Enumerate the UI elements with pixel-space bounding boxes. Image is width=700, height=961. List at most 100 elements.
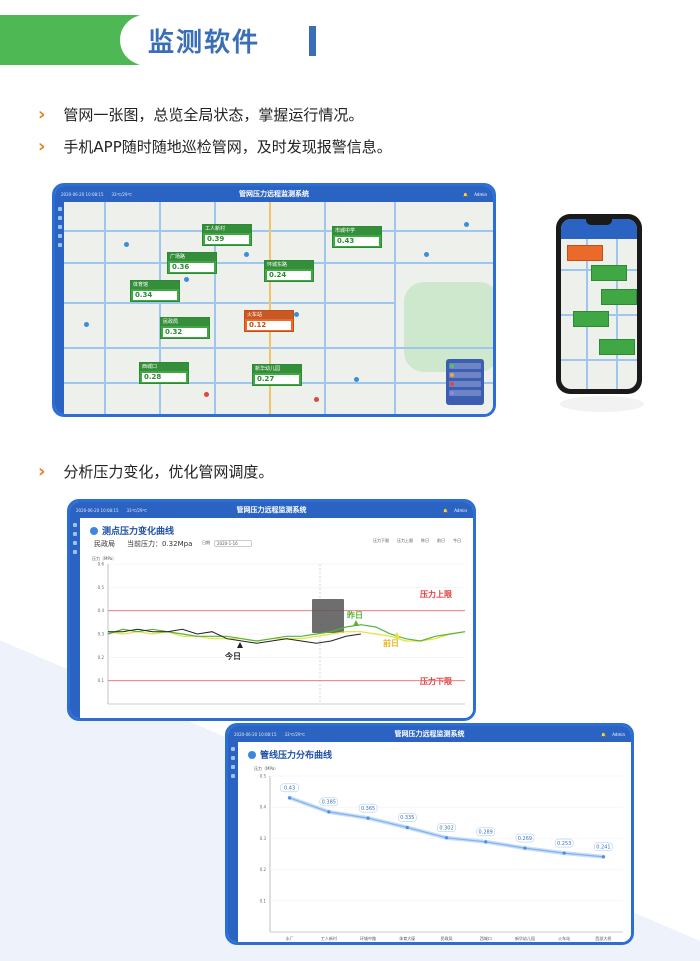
phone-station-tag[interactable] xyxy=(567,245,603,261)
nav-icon[interactable] xyxy=(73,523,77,527)
bullet-text: 手机APP随时随地巡检管网，及时发现报警信息。 xyxy=(63,138,392,156)
header-mark xyxy=(309,26,316,56)
phone-app-header xyxy=(561,219,637,239)
chart-heading-icon xyxy=(248,750,256,759)
y-axis-label: 压力（MPa） xyxy=(254,765,278,771)
nav-icon[interactable] xyxy=(73,550,77,554)
status-datetime: 2020-06-20 10:08:15 xyxy=(234,731,277,737)
upper-limit-annotation: 压力上限 xyxy=(420,589,452,599)
nav-chart-icon[interactable] xyxy=(57,225,62,229)
nav-icon[interactable] xyxy=(231,774,235,778)
legend-item[interactable]: 昨日 xyxy=(421,538,429,543)
legend-item[interactable] xyxy=(449,363,481,369)
map-poi xyxy=(354,377,359,382)
phone-station-tag[interactable] xyxy=(601,289,637,305)
legend-item[interactable] xyxy=(449,372,481,378)
phone-station-tag[interactable] xyxy=(599,339,635,355)
chart-subheading: 民政局 当前压力：0.32Mpa xyxy=(80,539,473,549)
x-tick-label: 水厂 xyxy=(286,935,294,941)
legend-item[interactable]: 压力下限 xyxy=(373,538,389,543)
value-label: 0.385 xyxy=(322,800,336,806)
value-label: 0.302 xyxy=(439,825,453,831)
phone-station-tag[interactable] xyxy=(573,311,609,327)
map-poi xyxy=(424,252,429,257)
data-point xyxy=(444,836,449,840)
bell-icon[interactable]: 🔔 xyxy=(601,731,607,737)
value-label-box xyxy=(476,827,495,837)
value-label-box xyxy=(515,833,535,843)
x-tick-label: 西城口 xyxy=(480,935,492,941)
nav-alarm-icon[interactable] xyxy=(57,234,62,238)
user-name[interactable]: Admin xyxy=(474,191,487,197)
nav-map-icon[interactable] xyxy=(57,207,62,211)
daybefore-label: 前日 xyxy=(383,638,399,648)
bullet-item: › 管网一张图，总览全局状态，掌握运行情况。 xyxy=(38,104,363,125)
value-label-box xyxy=(358,803,378,813)
y-axis-label: 压力（MPa） xyxy=(92,555,116,561)
phone-device xyxy=(556,214,642,394)
map-road xyxy=(561,359,637,361)
user-name[interactable]: Admin xyxy=(612,731,625,737)
status-temperature: 33℃/29℃ xyxy=(126,507,147,513)
date-input[interactable]: 2020-1-16 xyxy=(214,540,252,547)
app-title: 管网压力远程监测系统 xyxy=(394,730,465,738)
bell-icon[interactable]: 🔔 xyxy=(443,507,449,513)
today-marker xyxy=(237,642,243,648)
pressure-trend-chart[interactable]: 压力（MPa） 压力上限 压力下限 今日 昨日 前日 0.10.20.30.40… xyxy=(80,554,476,721)
today-label: 今日 xyxy=(224,651,241,661)
y-tick-label: 0.6 xyxy=(98,562,105,567)
header-pill xyxy=(120,15,310,65)
app-topbar: 2020-06-20 10:08:15 33℃/29℃ 管网压力远程监测系统 🔔… xyxy=(55,186,493,202)
value-label-box xyxy=(319,797,339,807)
map-legend xyxy=(446,359,484,405)
value-label: 0.269 xyxy=(518,836,532,842)
nav-list-icon[interactable] xyxy=(57,216,62,220)
status-datetime: 2020-06-20 10:08:15 xyxy=(61,191,104,197)
legend-item[interactable] xyxy=(449,390,481,396)
phone-screen[interactable] xyxy=(561,219,637,389)
y-tick-label: 0.2 xyxy=(98,655,105,660)
bullet-item: › 手机APP随时随地巡检管网，及时发现报警信息。 xyxy=(38,136,392,157)
nav-icon[interactable] xyxy=(231,765,235,769)
map-road xyxy=(616,239,618,389)
user-name[interactable]: Admin xyxy=(454,507,467,513)
value-label-box xyxy=(554,838,574,848)
nav-settings-icon[interactable] xyxy=(57,243,62,247)
map-road xyxy=(159,202,161,414)
value-label: 0.253 xyxy=(557,841,571,847)
nav-icon[interactable] xyxy=(231,756,235,760)
bell-icon[interactable]: 🔔 xyxy=(463,191,469,197)
y-tick-label: 0.4 xyxy=(260,805,267,810)
y-tick-label: 0.1 xyxy=(260,898,267,903)
map-poi xyxy=(184,277,189,282)
map-road xyxy=(64,302,394,304)
pipeline-pressure-chart[interactable]: 压力（MPa） 0.10.20.30.40.50.43水厂0.385工人新村0.… xyxy=(238,760,634,945)
app-topbar: 2020-06-20 10:08:15 33℃/29℃ 管网压力远程监测系统 🔔… xyxy=(228,726,631,742)
nav-icon[interactable] xyxy=(231,747,235,751)
legend-item[interactable]: 压力上限 xyxy=(397,538,413,543)
nav-icon[interactable] xyxy=(73,532,77,536)
daybefore-marker xyxy=(394,632,400,638)
current-pressure: 当前压力：0.32Mpa xyxy=(127,540,193,548)
phone-station-tag[interactable] xyxy=(591,265,627,281)
map-poi xyxy=(294,312,299,317)
nav-icon[interactable] xyxy=(73,541,77,545)
legend-item[interactable]: 今日 xyxy=(453,538,461,543)
legend-item[interactable]: 前日 xyxy=(437,538,445,543)
value-label-box xyxy=(398,813,417,822)
yesterday-marker xyxy=(353,620,359,626)
legend-item[interactable] xyxy=(449,381,481,387)
